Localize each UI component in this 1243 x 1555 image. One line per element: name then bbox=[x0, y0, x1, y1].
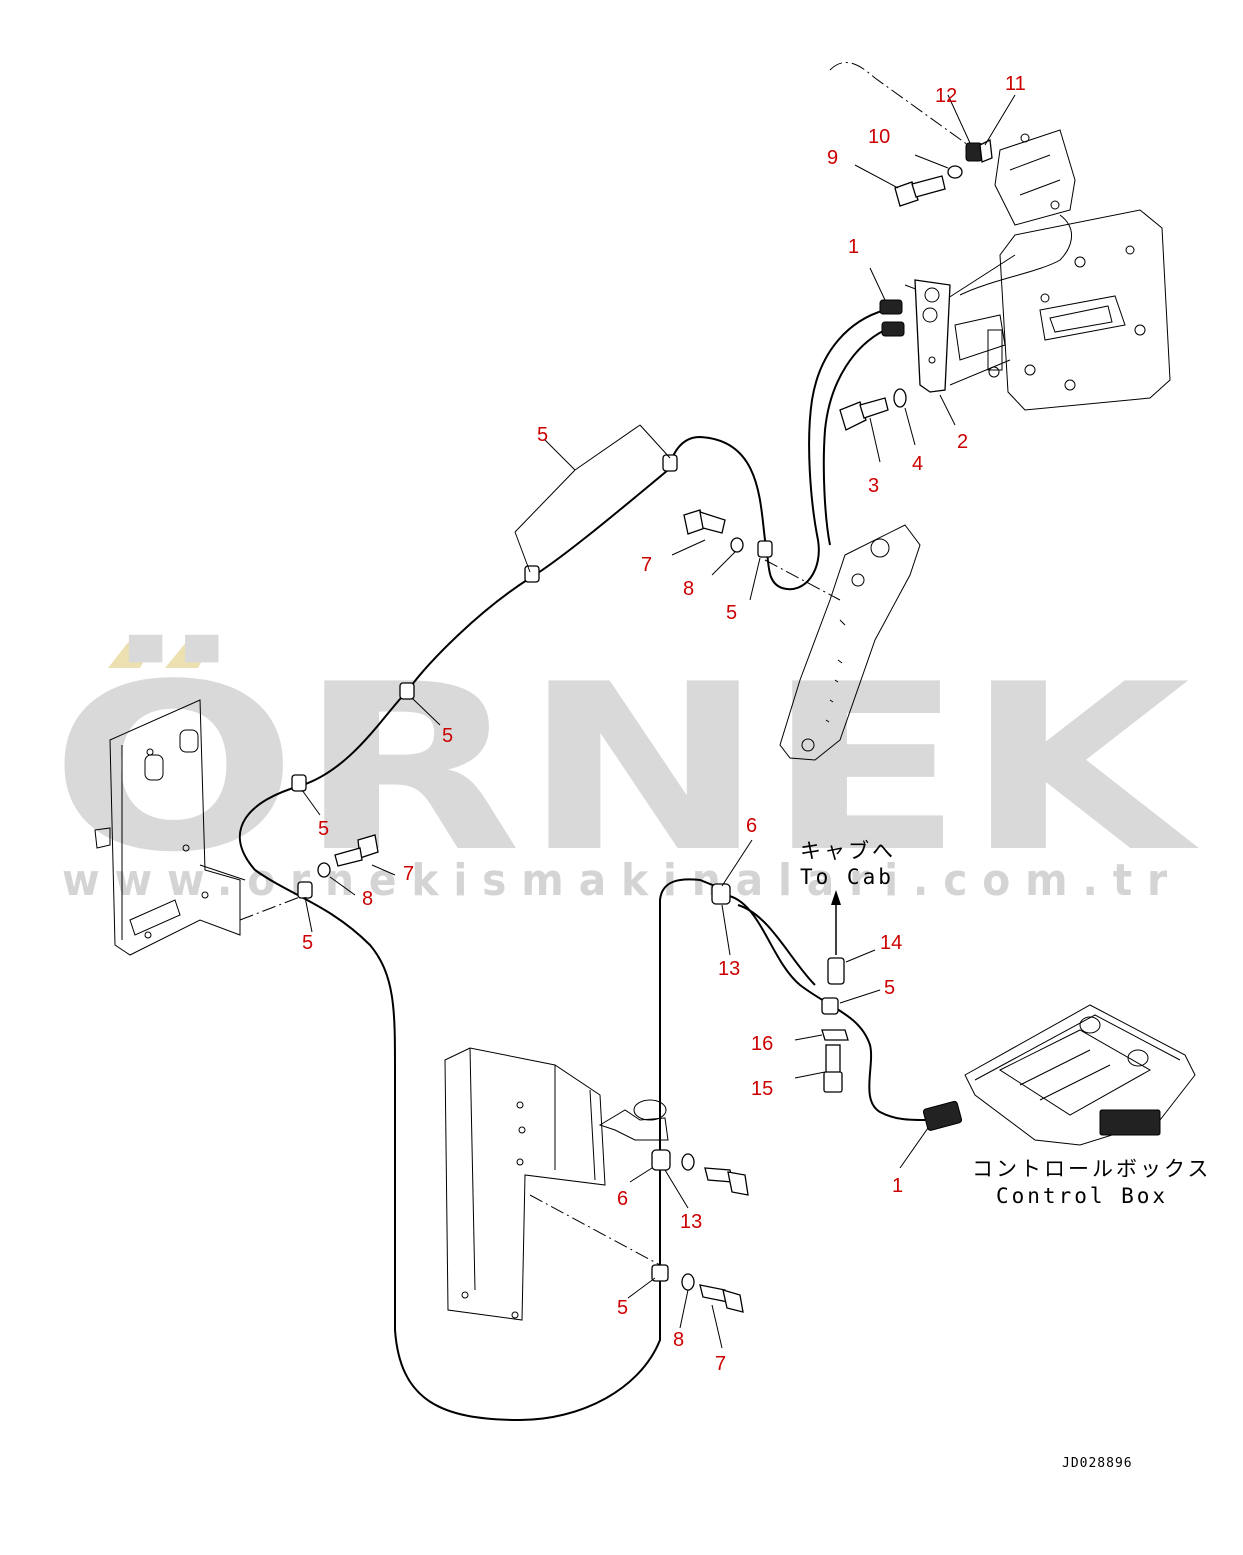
watermark-brand: ÖRNEK bbox=[50, 634, 1200, 903]
connector-control-box bbox=[922, 1100, 963, 1131]
bolt-15 bbox=[823, 1044, 843, 1093]
to-cab-arrowhead bbox=[831, 890, 841, 905]
callout-7-arm: 7 bbox=[641, 554, 652, 576]
callout-16: 16 bbox=[751, 1033, 773, 1055]
cable-control-box-run bbox=[724, 894, 926, 1121]
bolt-7-a bbox=[683, 509, 726, 535]
callout-5-top: 5 bbox=[537, 424, 548, 446]
callout-14: 14 bbox=[880, 932, 902, 954]
washer-6-13 bbox=[681, 1153, 695, 1171]
callout-3: 3 bbox=[868, 475, 879, 497]
washer-16 bbox=[821, 1029, 849, 1041]
drawing-number: JD028896 bbox=[1062, 1456, 1133, 1471]
leader-lines bbox=[301, 94, 1016, 1349]
callout-7-bottom: 7 bbox=[715, 1353, 726, 1375]
washer-10 bbox=[947, 165, 963, 179]
bolt-7-b bbox=[334, 834, 379, 867]
to-cab-label-en: To Cab bbox=[800, 865, 894, 889]
callout-15: 15 bbox=[751, 1078, 773, 1100]
callout-11: 11 bbox=[1005, 73, 1026, 95]
callout-9: 9 bbox=[827, 147, 838, 169]
callout-8-left: 8 bbox=[362, 888, 373, 910]
spacer-14 bbox=[827, 957, 845, 985]
callout-5-mid: 5 bbox=[442, 725, 453, 747]
bolt-9 bbox=[894, 175, 946, 207]
control-box bbox=[964, 1004, 1196, 1146]
link-arm bbox=[764, 524, 921, 761]
cable-routing bbox=[238, 309, 926, 1422]
upper-mount-bracket bbox=[829, 62, 1171, 411]
watermark-url: www.ornekismakinalari.com.tr bbox=[62, 855, 1182, 906]
cable-vertical-run bbox=[659, 878, 726, 1270]
washer-8-c bbox=[681, 1273, 695, 1291]
cable-upper-a bbox=[238, 309, 886, 1422]
watermark: ÖRNEK www.ornekismakinalari.com.tr bbox=[50, 634, 1200, 906]
control-box-label-jp: コントロールボックス bbox=[972, 1157, 1211, 1181]
callout-1-top: 1 bbox=[848, 236, 859, 258]
control-box-label-en: Control Box bbox=[996, 1184, 1168, 1208]
callout-7-left: 7 bbox=[403, 863, 414, 885]
connector-pair bbox=[879, 299, 905, 337]
washer-4 bbox=[893, 388, 907, 408]
callout-13-bottom: 13 bbox=[680, 1211, 702, 1233]
washer-8-a bbox=[730, 537, 744, 553]
callout-5-left-upper: 5 bbox=[318, 818, 329, 840]
watermark-accent-right bbox=[165, 640, 213, 668]
callout-5-right: 5 bbox=[884, 977, 895, 999]
annotations: キャブへ To Cab コントロールボックス Control Box JD028… bbox=[800, 839, 1211, 1471]
to-cab-label-jp: キャブへ bbox=[800, 839, 896, 863]
callout-12: 12 bbox=[935, 85, 957, 107]
callout-5-bottom: 5 bbox=[617, 1297, 628, 1319]
callout-2: 2 bbox=[957, 431, 968, 453]
callout-8-arm: 8 bbox=[683, 578, 694, 600]
callout-4: 4 bbox=[912, 453, 923, 475]
callout-13-top: 13 bbox=[718, 958, 740, 980]
connector-plate bbox=[914, 279, 951, 393]
callout-1-control-box: 1 bbox=[892, 1175, 903, 1197]
callout-6-top: 6 bbox=[746, 815, 757, 837]
cable-upper-b bbox=[822, 329, 886, 546]
bolt-3 bbox=[839, 397, 889, 431]
washer-8-b bbox=[317, 862, 331, 878]
callout-6-bottom: 6 bbox=[617, 1188, 628, 1210]
callout-8-bottom: 8 bbox=[673, 1329, 684, 1351]
callout-5-left-lower: 5 bbox=[302, 932, 313, 954]
lower-bracket bbox=[444, 1047, 669, 1321]
cable-control-box-run-b bbox=[737, 904, 816, 986]
watermark-accent-left bbox=[108, 640, 155, 668]
left-panel bbox=[94, 699, 306, 956]
callout-5-arm: 5 bbox=[726, 602, 737, 624]
bolt-6-13 bbox=[704, 1167, 749, 1196]
callout-10: 10 bbox=[868, 126, 890, 148]
callout-labels: 1 1 2 3 4 5 5 5 5 5 5 5 6 6 7 7 7 8 8 8 … bbox=[302, 73, 1026, 1375]
bolt-7-c bbox=[699, 1284, 744, 1313]
